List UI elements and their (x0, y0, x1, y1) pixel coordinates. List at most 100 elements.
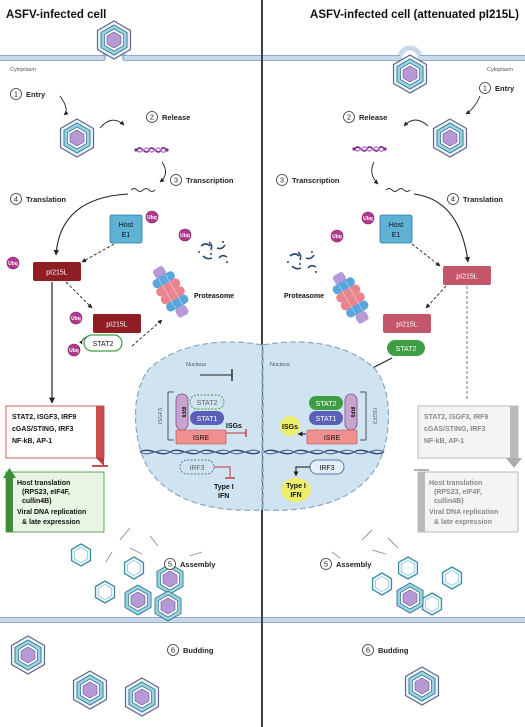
left-step-6-label: Budding (183, 646, 214, 655)
right-proteasome (326, 268, 376, 329)
right-stat2-free-text: STAT2 (396, 346, 417, 353)
left-degraded-fragments (198, 241, 228, 263)
right-host-e1-line2: E1 (392, 232, 401, 239)
left-activated-line1: Host translation (17, 480, 70, 487)
right-isgf3-label: ISGF3 (371, 408, 377, 424)
left-mrna (131, 189, 155, 192)
right-step-1-label: Entry (495, 84, 515, 93)
left-irf9-text: IRF9 (180, 407, 186, 418)
left-stat1-text: STAT1 (197, 416, 218, 423)
left-ubq-text: Ubq (147, 215, 157, 221)
right-virion-assembled-1 (397, 583, 423, 613)
right-stat1-text: STAT1 (316, 416, 337, 423)
left-type1-line1: Type I (214, 484, 234, 491)
left-proteasome-label: Proteasome (194, 293, 234, 300)
right-step-4-label: Translation (463, 195, 503, 204)
right-pi215l-text: pI215L (456, 274, 478, 281)
right-capsid-4 (423, 593, 442, 615)
left-isgf3-label: ISGF3 (158, 408, 164, 424)
left-step-1-label: Entry (26, 90, 46, 99)
right-mrna (386, 189, 410, 192)
left-type1-line2: IFN (218, 493, 229, 500)
right-ubq-text: Ubq (363, 216, 373, 222)
left-step-1-num: 1 (14, 90, 18, 99)
left-step-4-num: 4 (14, 195, 18, 204)
left-endosome-virion (61, 119, 94, 157)
left-activated-line5: & late expression (22, 519, 80, 526)
right-budding-virion-1 (406, 667, 439, 705)
right-capsid-3 (443, 567, 462, 589)
right-capsid-1 (373, 573, 392, 595)
left-ubq-text-3: Ubq (8, 261, 18, 267)
left-stat2-bound-text: STAT2 (93, 341, 114, 348)
right-viral-dna (352, 147, 386, 152)
right-step-3-num: 3 (280, 176, 284, 185)
left-budding-virion-1 (12, 636, 45, 674)
left-title: ASFV-infected cell (6, 9, 106, 21)
left-budding-virion-2 (74, 671, 107, 709)
right-irf9-text: IRF9 (349, 407, 355, 418)
right-host-e1-line1: Host (389, 222, 403, 229)
left-step-4-label: Translation (26, 195, 66, 204)
right-nucleus-label: Nucleus (270, 362, 290, 368)
right-inhibited-line2: cGAS/STING, IRF3 (424, 426, 486, 433)
right-proteasome-label: Proteasome (284, 293, 324, 300)
left-step-3-label: Transcription (186, 176, 234, 185)
left-inhibited-line2: cGAS/STING, IRF3 (12, 426, 74, 433)
left-nucleus-label: Nucleus (186, 362, 206, 368)
left-step-5-label: Assembly (180, 560, 216, 569)
left-capsid-1 (72, 544, 91, 566)
right-step-5-num: 5 (324, 560, 328, 569)
left-step-3-num: 3 (174, 176, 178, 185)
left-step-5-num: 5 (168, 560, 172, 569)
right-activated-line2: (RPS23, eIF4F, (434, 489, 482, 496)
right-pi215l-free-text: pI215L (396, 322, 418, 329)
right-stat2-text: STAT2 (316, 401, 337, 408)
right-step-3-label: Transcription (292, 176, 340, 185)
right-capsid-2 (399, 557, 418, 579)
left-host-e1-line1: Host (119, 222, 133, 229)
left-activated-line4: Viral DNA replication (17, 509, 86, 516)
left-cytoplasm-label: Cytoplasm (10, 67, 36, 73)
right-membrane-top (263, 48, 525, 58)
right-step-2-label: Release (359, 113, 387, 122)
left-viral-dna (134, 148, 168, 153)
left-pi215l-text: pI215L (46, 270, 68, 277)
right-irf3-text: IRF3 (319, 465, 334, 472)
right-isgs-label: ISGs (282, 424, 298, 431)
left-stat2-missing-text: STAT2 (197, 400, 218, 407)
left-step-2-num: 2 (150, 113, 154, 122)
left-virion-assembled-3 (155, 591, 181, 621)
right-cytoplasm-label: Cytoplasm (487, 67, 513, 73)
left-step-6-num: 6 (171, 646, 175, 655)
left-activated-line2: (RPS23, eIF4F, (22, 489, 70, 496)
right-step-4-num: 4 (451, 195, 455, 204)
right-activated-line1: Host translation (429, 480, 482, 487)
left-inhibited-line3: NF-kB, AP-1 (12, 438, 52, 445)
left-ubq-text-2: Ubq (180, 233, 190, 239)
left-budding-virion-3 (126, 678, 159, 716)
left-activated-line3: cullin4B) (22, 498, 52, 505)
right-step-1-num: 1 (483, 84, 487, 93)
right-type1-line2: IFN (290, 492, 301, 499)
right-isre-text: ISRE (324, 435, 341, 442)
right-step-5-label: Assembly (336, 560, 372, 569)
left-ubq-text-5: Ubq (69, 348, 79, 354)
left-isre-text: ISRE (193, 435, 210, 442)
right-activated-line5: & late expression (434, 519, 492, 526)
left-isgs-label: ISGs (226, 423, 242, 430)
right-endosome-virion (434, 119, 467, 157)
right-title: ASFV-infected cell (attenuated pI215L) (310, 9, 519, 21)
left-step-2-label: Release (162, 113, 190, 122)
left-capsid-2 (125, 557, 144, 579)
right-activated-line3: cullin4B) (434, 498, 464, 505)
right-step-2-num: 2 (347, 113, 351, 122)
right-panel: ASFV-infected cell (attenuated pI215L) C… (263, 9, 525, 705)
right-ubq-text-2: Ubq (332, 234, 342, 240)
right-activated-line4: Viral DNA replication (429, 509, 498, 516)
right-type1-line1: Type I (286, 483, 306, 490)
right-inhibited-line1: STAT2, ISGF3, IRF9 (424, 414, 488, 421)
right-inhibited-line3: NF-kB, AP-1 (424, 438, 464, 445)
